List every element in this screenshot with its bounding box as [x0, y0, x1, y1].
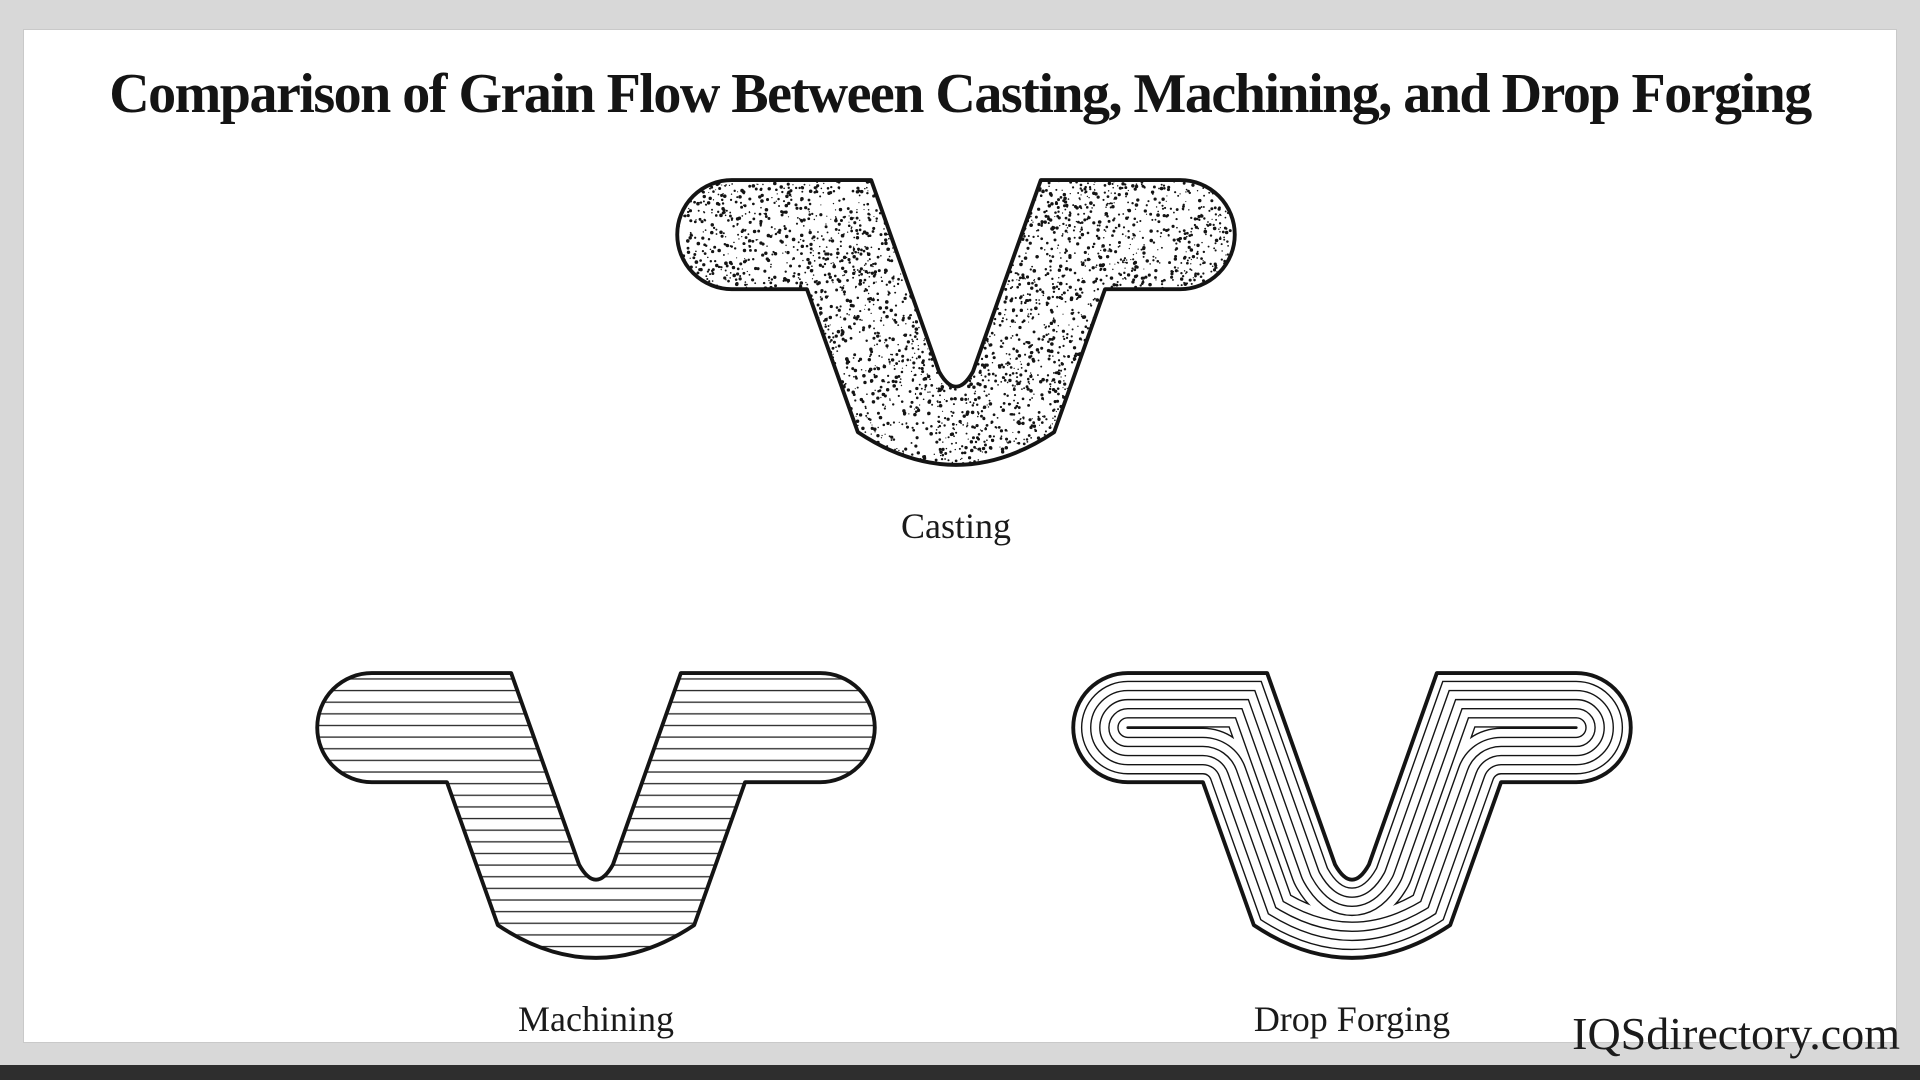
page-title: Comparison of Grain Flow Between Casting…: [109, 63, 1812, 125]
footer-bar: [0, 1065, 1920, 1080]
drop-forging-grain-diagram: [1071, 671, 1633, 960]
figure-drop-forging: Drop Forging: [1067, 667, 1637, 1040]
watermark: IQSdirectory.com: [1572, 1008, 1900, 1059]
figure-label-machining: Machining: [518, 999, 674, 1039]
machining-part-outline: [315, 671, 877, 960]
machining-part-body: [317, 673, 875, 958]
figure-machining: Machining: [311, 667, 881, 1040]
machining-grain-diagram: [315, 671, 877, 960]
casting-part-body: [677, 180, 1235, 465]
figure-casting: Casting: [671, 174, 1241, 547]
casting-grain-diagram: [675, 178, 1237, 467]
drop-forging-contour-texture: [1073, 673, 1631, 958]
drop-forging-part-outline: [1071, 671, 1633, 960]
content-panel: [23, 29, 1897, 1043]
figure-label-casting: Casting: [900, 506, 1011, 546]
figure-label-drop-forging: Drop Forging: [1253, 999, 1451, 1039]
casting-part-outline: [675, 178, 1237, 467]
